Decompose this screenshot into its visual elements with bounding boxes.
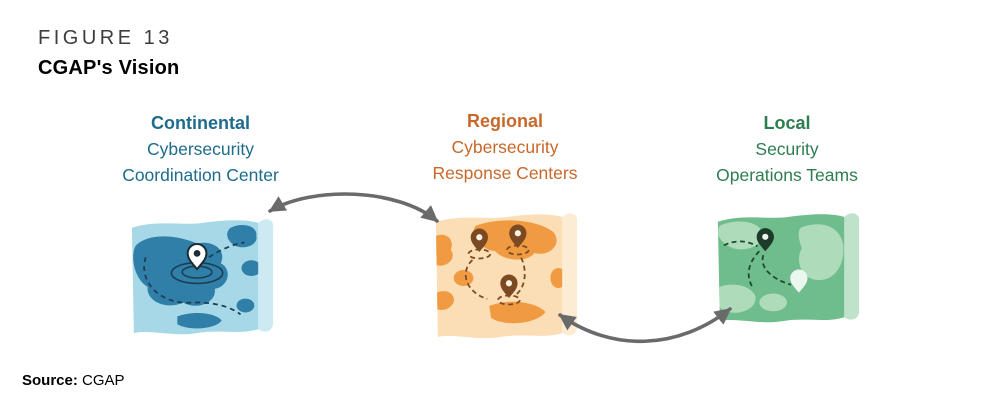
location-pin-icon [756,228,774,252]
map-curl [562,213,578,336]
location-pin-icon [500,274,518,298]
source-value: CGAP [82,372,125,389]
source-label: Source: [22,372,78,389]
source-line: Source: CGAP [22,372,125,389]
node-continental-label: Continental Cybersecurity Coordination C… [103,110,298,188]
node-continental-title: Continental [151,113,250,133]
dashed-route [723,240,792,290]
node-local-label: Local Security Operations Teams [702,110,872,188]
map-curl [257,219,273,332]
location-pin-icon [790,269,808,293]
figure-header: FIGURE 13 CGAP's Vision [38,27,179,80]
figure-title: CGAP's Vision [38,57,180,79]
location-pin-icon [186,243,207,271]
node-local-line2: Operations Teams [716,165,858,185]
map-continental-illustration [131,219,273,335]
node-continental: Continental Cybersecurity Coordination C… [103,110,298,342]
node-regional-title: Regional [466,111,543,131]
node-continental-line2: Coordination Center [122,165,279,185]
continent-blobs [435,220,563,324]
continent-blobs [717,221,844,313]
node-regional-line1: Cybersecurity [451,137,559,157]
node-regional-line2: Response Centers [432,163,578,183]
dashed-route [142,241,245,316]
node-local: Local Security Operations Teams [702,110,872,330]
map-local-illustration [717,213,860,323]
location-pin-icon [509,224,527,248]
node-local-line1: Security [755,139,819,159]
location-pin-icon [470,228,488,252]
map-regional-illustration [435,213,578,339]
node-local-title: Local [763,113,811,133]
map-curl [844,213,860,320]
figure-label: FIGURE 13 [38,27,173,49]
node-continental-line1: Cybersecurity [147,139,254,159]
node-regional-label: Regional Cybersecurity Response Centers [415,108,595,186]
node-regional: Regional Cybersecurity Response Centers [415,108,595,346]
